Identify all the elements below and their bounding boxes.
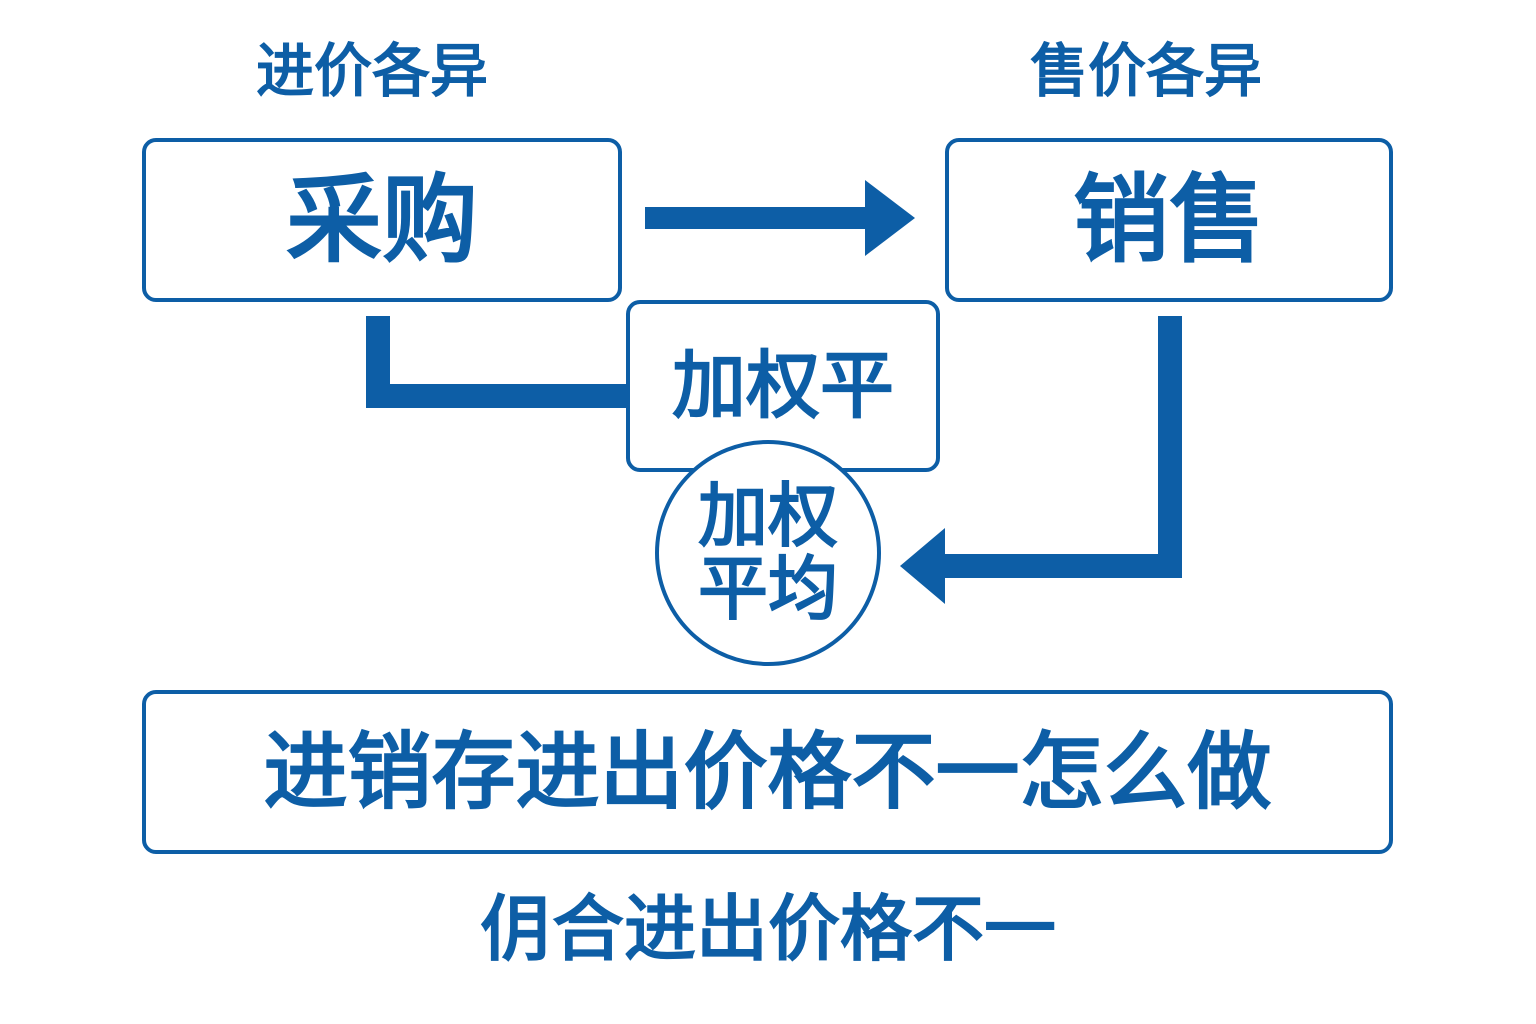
arrow-purchase-to-sales: [645, 180, 915, 256]
question-box: 进销存进出价格不一怎么做: [142, 690, 1393, 854]
purchase-label: 采购: [286, 164, 478, 276]
weighted-average-circle: 加权 平均: [655, 440, 881, 666]
purchase-box: 采购: [142, 138, 622, 302]
circle-line-2: 平均: [698, 548, 838, 630]
sales-box: 销售: [945, 138, 1393, 302]
footer-caption: 仴合进出价格不一: [479, 887, 1056, 971]
weighted-label: 加权平: [672, 343, 894, 429]
arrow-sales-to-circle: [900, 316, 1182, 604]
question-text: 进销存进出价格不一怎么做: [263, 723, 1272, 821]
sales-price-label: 售价各异: [1030, 37, 1263, 105]
weighted-box: 加权平: [626, 300, 940, 472]
sales-label: 销售: [1073, 164, 1265, 276]
circle-line-1: 加权: [698, 474, 838, 557]
connector-purchase-to-weighted: [366, 316, 640, 408]
purchase-price-label: 进价各异: [256, 37, 489, 105]
